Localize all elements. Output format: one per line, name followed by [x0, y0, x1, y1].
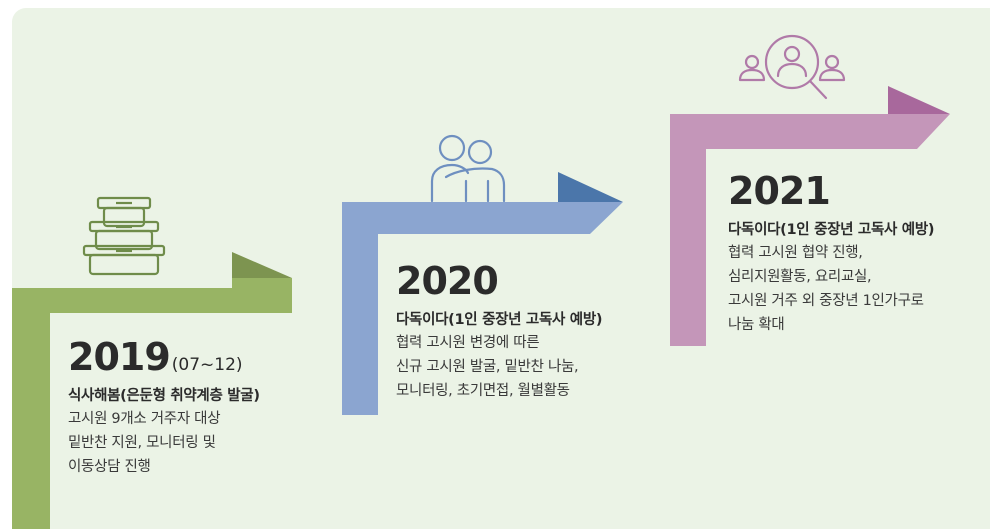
program-details: 고시원 9개소 거주자 대상 밑반찬 지원, 모니터링 및 이동상담 진행 — [68, 407, 260, 479]
detail-line: 이동상담 진행 — [68, 459, 151, 475]
program-details: 협력 고시원 변경에 따른 신규 고시원 발굴, 밑반찬 나눔, 모니터링, 초… — [396, 331, 602, 403]
year-heading: 2021 — [728, 172, 934, 210]
detail-line: 심리지원활동, 요리교실, — [728, 269, 872, 285]
program-details: 협력 고시원 협약 진행, 심리지원활동, 요리교실, 고시원 거주 외 중장년… — [728, 241, 934, 337]
program-title: 다독이다(1인 중장년 고독사 예방) — [396, 312, 603, 328]
step-2019-bar — [12, 288, 292, 529]
year-period: (07~12) — [171, 355, 243, 375]
step-2019-arrow — [232, 252, 292, 278]
year-value: 2020 — [396, 259, 499, 303]
step-2019: 2019(07~12) 식사해봄(은둔형 취약계층 발굴) 고시원 9개소 거주… — [68, 338, 260, 479]
step-2021: 2021 다독이다(1인 중장년 고독사 예방) 협력 고시원 협약 진행, 심… — [728, 172, 935, 337]
year-heading: 2020 — [396, 262, 602, 300]
year-value: 2021 — [728, 169, 831, 213]
detail-line: 협력 고시원 협약 진행, — [728, 245, 863, 261]
year-heading: 2019(07~12) — [68, 338, 260, 376]
detail-line: 고시원 거주 외 중장년 1인가구로 — [728, 293, 924, 309]
step-2021-bar — [670, 114, 950, 346]
step-2019-arrowhead — [232, 278, 292, 288]
step-2020-bar — [342, 202, 623, 415]
food-container-icon — [82, 196, 166, 276]
steps-graphic — [12, 86, 950, 529]
detail-line: 밑반찬 지원, 모니터링 및 — [68, 435, 216, 451]
year-value: 2019 — [68, 335, 171, 379]
step-2020: 2020 다독이다(1인 중장년 고독사 예방) 협력 고시원 변경에 따른 신… — [396, 262, 603, 403]
detail-line: 모니터링, 초기면접, 월별활동 — [396, 383, 570, 399]
people-search-icon — [738, 34, 846, 100]
detail-line: 나눔 확대 — [728, 317, 785, 333]
program-title: 다독이다(1인 중장년 고독사 예방) — [728, 222, 935, 238]
step-2021-arrow — [888, 86, 950, 114]
detail-line: 신규 고시원 발굴, 밑반찬 나눔, — [396, 359, 579, 375]
embracing-people-icon — [430, 134, 506, 203]
timeline-panel: 2019(07~12) 식사해봄(은둔형 취약계층 발굴) 고시원 9개소 거주… — [12, 8, 990, 529]
program-title: 식사해봄(은둔형 취약계층 발굴) — [68, 388, 260, 404]
detail-line: 고시원 9개소 거주자 대상 — [68, 411, 221, 427]
step-2020-arrow — [558, 172, 623, 202]
detail-line: 협력 고시원 변경에 따른 — [396, 335, 540, 351]
